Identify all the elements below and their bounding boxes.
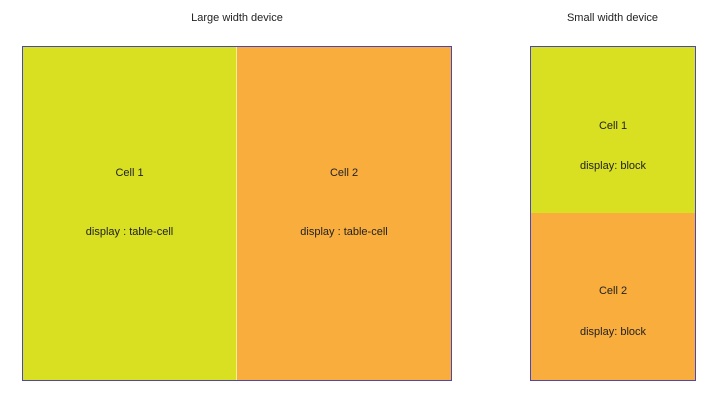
cell-name-label: Cell 1 (115, 167, 144, 179)
cell-display-label: display : table-cell (85, 226, 174, 238)
cell-name-label: Cell 2 (329, 167, 359, 179)
large-device-heading: Large width device (191, 12, 283, 24)
small-cell-1: Cell 1 display: block (531, 47, 695, 213)
large-cell-1: Cell 1 display : table-cell (23, 47, 237, 380)
cell-display-label: display: block (579, 326, 647, 338)
cell-display-label: display : table-cell (300, 226, 388, 238)
small-cell-2: Cell 2 display: block (531, 213, 695, 380)
large-cell-2: Cell 2 display : table-cell (237, 47, 451, 380)
small-device-heading: Small width device (566, 12, 659, 24)
large-device-frame: Cell 1 display : table-cell Cell 2 displ… (22, 46, 452, 381)
cell-name-label: Cell 2 (598, 285, 628, 297)
small-device-frame: Cell 1 display: block Cell 2 display: bl… (530, 46, 696, 381)
cell-display-label: display: block (579, 160, 647, 172)
cell-name-label: Cell 1 (598, 120, 628, 132)
